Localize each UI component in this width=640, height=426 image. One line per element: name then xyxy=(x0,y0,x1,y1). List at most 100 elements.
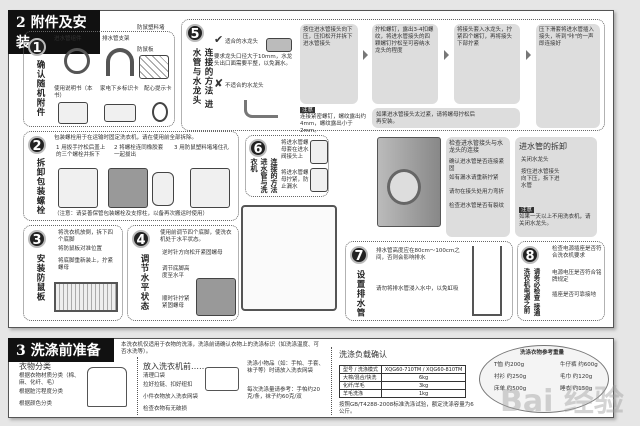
machine-back-frame-illustration xyxy=(241,205,337,311)
ref-item: T恤 约200g xyxy=(494,362,525,368)
step-title: 拆卸包装螺栓 xyxy=(35,158,45,215)
ng-text: 不适合的水龙头 xyxy=(224,83,264,89)
step-number: 3 xyxy=(28,230,46,248)
section-intro: 本洗衣机仅适用于衣物的洗涤，洗涤前请确认衣物上的洗涤标识（如洗涤温度、可否水洗等… xyxy=(121,342,320,355)
step-text: 拧松螺钉，露出3-4扣螺纹，将进水管接头的四颗螺钉拧松至可容纳水龙头的程度 xyxy=(375,27,434,54)
step-number: 7 xyxy=(350,246,368,264)
step-text: 将洗衣机放倒，拆下四个底脚 xyxy=(58,230,114,243)
table-cell: 化纤/羊毛 xyxy=(339,381,382,390)
step-title: 连接的方法 进水管与水龙头 xyxy=(191,48,213,109)
step-text: 1 用扳手拧松后盖上的三个螺栓并拆下 xyxy=(56,145,106,158)
step-title: 确认随机附件 xyxy=(35,60,45,117)
pants-pocket-illustration xyxy=(205,367,239,391)
load-title: 洗涤负载确认 xyxy=(339,350,387,359)
step-text: 将进水管螺母套在进水阀接头上 xyxy=(281,140,309,160)
divider xyxy=(331,347,332,415)
step-text: 按住进水管接头向下压，压扣松开并拆下进水管接头 xyxy=(303,27,353,47)
step-item: 电源电压是否符合铭牌规定 xyxy=(552,270,602,283)
step5-box: 5 连接的方法 进水管与水龙头 ✔ 适合的水龙头 要求龙头口径大于10mm，水龙… xyxy=(181,19,605,134)
tip-text: 如果一天以上不用洗衣机，请关闭水龙头。 xyxy=(519,214,591,227)
table-header: 型号 / 洗涤模式 xyxy=(339,365,382,374)
ref-item: 牛仔裤 约600g xyxy=(560,362,598,368)
tip: 注意如果一天以上不用洗衣机，请关闭水龙头。 xyxy=(519,207,595,228)
small-item-note: 每次洗涤量请参考：手帕约20克/条，袜子约60克/双 xyxy=(247,387,320,400)
step-item: 请勿将排水管浸入水中，以免虹吸 xyxy=(376,286,459,292)
section-title: 3 洗涤前准备 xyxy=(8,338,114,362)
reference-weight-oval: 洗涤衣物参考重量 T恤 约200g 衬衫 约250g 床单 约500g 牛仔裤 … xyxy=(479,345,609,413)
remove-hose-panel: 进水管的拆卸 关闭水龙头 按住进水管接头向下压，拆下进水管 注意如果一天以上不用… xyxy=(515,137,597,237)
step2-box: 2 拆卸包装螺栓 包装螺栓用于在运输时固定洗衣机，请在使用前全部拆除。 1 用扳… xyxy=(23,131,239,221)
step4-box: 4 调节水平状态 使用前调节四个底脚，使洗衣机处于水平状态。 逆时针方向松开紧固… xyxy=(127,225,239,321)
arrow-icon xyxy=(363,50,368,60)
tip: 注意连接紧密螺钉，螺纹露出约4mm，螺纹露出小于2mm。 xyxy=(300,107,368,135)
step-intro: 使用前调节四个底脚，使洗衣机处于水平状态。 xyxy=(160,230,232,243)
table-cell: 1kg xyxy=(380,389,467,398)
item-label: 防鼠塑料堵 xyxy=(137,25,165,31)
check-item: 检查进水管是否有裂纹 xyxy=(449,203,505,209)
sort-item: 根据脏污程度分类 xyxy=(19,389,64,395)
ok-text: 适合的水龙头 xyxy=(224,39,258,45)
step5-panel-1: 按住进水管接头向下压，压扣松开并拆下进水管接头 xyxy=(300,24,358,104)
step-title: 连接的方法 进水管与洗衣机 xyxy=(250,158,278,193)
tip-card-illustration xyxy=(152,102,168,122)
table-cell: 3kg xyxy=(380,381,467,390)
foot-adjust-illustration xyxy=(196,278,236,316)
step-text: 将进水管螺母拧紧，防止漏水 xyxy=(281,170,309,190)
step7-box: 7 设置排水管 排水管高度应在80cm～100cm之间，否则会影响排水 请勿将排… xyxy=(345,241,513,321)
watermark: Bai 经验 xyxy=(500,384,624,419)
card-illustration xyxy=(104,104,136,122)
valve-illustration xyxy=(310,168,328,192)
item-label: 排水管支架 xyxy=(102,36,130,42)
tip-text: 连接紧密螺钉，螺纹露出约4mm，螺纹露出小于2mm。 xyxy=(300,114,367,134)
table-cell: 羊毛洗涤 xyxy=(339,389,382,398)
step3-box: 3 安装防鼠板 将洗衣机放倒，拆下四个底脚 将防鼠板对准位置 将底脚重新装上，拧… xyxy=(23,225,123,321)
faucet-illustration xyxy=(266,38,292,52)
before-item: 清理口袋 xyxy=(143,373,166,379)
step-number: 4 xyxy=(132,230,150,248)
step5-panel-2: 拧松螺钉，露出3-4扣螺纹，将进水管接头的四颗螺钉拧松至可容纳水龙头的程度 xyxy=(372,24,438,104)
step-number: 2 xyxy=(28,136,46,154)
item-label: 防鼠板 xyxy=(137,47,154,53)
step-text: 逆时针方向松开紧固螺母 xyxy=(162,250,223,256)
machine-back-illustration xyxy=(108,168,148,208)
step-text: 压下滑套将进水管插入接头，听到"咔"的一声即连接好 xyxy=(539,27,595,47)
step6-box: 6 连接的方法 进水管与洗衣机 将进水管螺母套在进水阀接头上 将进水管螺母拧紧，… xyxy=(245,135,329,197)
check-item: 确认进水管是否连接紧固 xyxy=(449,159,505,172)
tip-label: 注意 xyxy=(300,107,316,113)
table-header: XQG60-710TM / XQG60-810TM xyxy=(380,365,467,374)
step-item: 排水管高度应在80cm～100cm之间，否则会影响排水 xyxy=(376,248,460,261)
clothes-illustration xyxy=(87,367,127,407)
step5-panel-3: 将接头套入水龙头，拧紧四个螺钉，再将接头下部拧紧 xyxy=(454,24,520,104)
sub-text: 如果进水管接头太过紧，请将螺母拧松后再安装。 xyxy=(376,112,476,125)
step-number: 8 xyxy=(521,246,539,264)
check-item: 如有漏水请重新拧紧 xyxy=(449,175,499,181)
step-text: 调节底脚高度至水平 xyxy=(162,266,190,279)
sort-item: 根据颜色分类 xyxy=(19,401,53,407)
step-intro: 包装螺栓用于在运输时固定洗衣机，请在使用前全部拆除。 xyxy=(54,135,198,141)
item-label: 使用说明书（本书） xyxy=(54,86,93,99)
rat-plate-illustration xyxy=(139,55,169,79)
step-title: 请务必检查 接通洗衣机电源之前 xyxy=(522,268,540,316)
faucet-note: 要求龙头口径大于10mm，水龙头出口面需要平整，以免漏水。 xyxy=(214,54,293,67)
drain-hose-illustration xyxy=(472,246,502,316)
item-label: 家电下乡标识卡 xyxy=(100,86,139,92)
drain-support-illustration xyxy=(106,48,134,76)
before-title: 放入洗衣机前…… xyxy=(143,362,207,371)
step-number: 1 xyxy=(28,38,46,56)
check-item: 请勿在接头处用力弯折 xyxy=(449,189,505,195)
step-text: 顺时针拧紧紧固螺母 xyxy=(162,296,190,309)
divider xyxy=(137,357,138,415)
step-title: 调节水平状态 xyxy=(139,254,149,311)
faucet-bad-illustration xyxy=(244,100,278,118)
panel-title: 检查进水管接头与水龙头的连接 xyxy=(449,140,504,154)
before-item: 小件衣物放入洗衣网袋 xyxy=(143,394,199,400)
step8-box: 8 请务必检查 接通洗衣机电源之前 检查电源插座是否符合洗衣机要求 电源电压是否… xyxy=(517,241,605,321)
machine-back-illustration xyxy=(58,168,98,208)
bolt-detail-illustration xyxy=(152,172,174,206)
machine-door-illustration xyxy=(387,169,421,205)
